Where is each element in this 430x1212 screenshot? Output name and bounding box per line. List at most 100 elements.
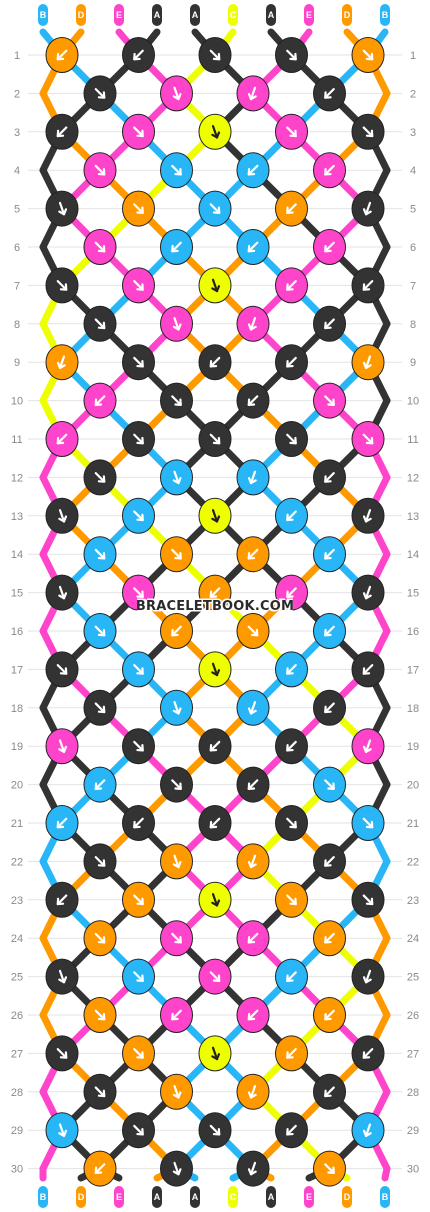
knot-arrowhead-icon xyxy=(247,861,257,869)
row-number-right: 6 xyxy=(410,242,416,254)
knot-arrowhead-icon xyxy=(136,283,144,291)
strand-label-top: B xyxy=(382,10,389,20)
knot-arrowhead-icon xyxy=(97,168,106,176)
row-number-right: 20 xyxy=(407,780,419,792)
knot-arrowhead-icon xyxy=(136,129,144,138)
knot-arrow-ssw-icon xyxy=(364,969,372,984)
knot-arrowhead-icon xyxy=(136,974,144,982)
row-number-left: 27 xyxy=(11,1048,23,1060)
knot-arrowhead-icon xyxy=(324,244,332,253)
knot-arrowhead-icon xyxy=(211,131,221,139)
knot-arrow-se-icon xyxy=(94,548,106,560)
strand-tab-top xyxy=(114,4,124,26)
knot-arrow-se-icon xyxy=(56,664,68,675)
knot-arrowhead-icon xyxy=(247,168,256,176)
knot-arrowhead-icon xyxy=(59,283,68,291)
knot-arrow-ssw-icon xyxy=(364,509,372,523)
knot-arrowhead-icon xyxy=(97,1012,106,1021)
knot-arrowhead-icon xyxy=(172,477,182,485)
knot-arrow-sw-icon xyxy=(286,1124,297,1136)
row-number-right: 2 xyxy=(410,88,416,100)
row-number-left: 9 xyxy=(14,357,20,369)
row-number-left: 8 xyxy=(14,319,20,331)
knot-arrow-sse-icon xyxy=(211,278,219,293)
knot-arrowhead-icon xyxy=(365,897,374,906)
knot-arrow-se-icon xyxy=(133,280,144,291)
knot-arrowhead-icon xyxy=(212,1128,221,1136)
knot-arrow-se-icon xyxy=(94,1086,106,1098)
knot-arrowhead-icon xyxy=(136,744,144,752)
knot-arrow-sw-icon xyxy=(247,241,259,253)
knot-arrow-sse-icon xyxy=(58,585,66,600)
knot-arrow-sw-icon xyxy=(247,1009,259,1021)
knot-arrow-se-icon xyxy=(94,625,106,637)
knot-arrowhead-icon xyxy=(211,515,221,523)
knot-arrowhead-icon xyxy=(250,628,259,637)
row-number-left: 24 xyxy=(11,933,23,945)
knot-arrowhead-icon xyxy=(94,1166,103,1174)
knot-arrow-se-icon xyxy=(209,203,221,214)
row-number-left: 13 xyxy=(11,511,23,523)
knot-arrow-ssw-icon xyxy=(364,201,372,216)
strand-tab-bottom xyxy=(152,1186,162,1208)
knot-arrowhead-icon xyxy=(58,208,68,216)
knot-arrow-se-icon xyxy=(362,49,374,61)
knot-arrow-sw-icon xyxy=(56,817,68,829)
knot-arrowhead-icon xyxy=(324,475,332,483)
knot-arrow-sse-icon xyxy=(173,86,180,101)
row-number-left: 19 xyxy=(11,741,23,753)
strand-tab-bottom xyxy=(304,1186,314,1208)
row-number-left: 10 xyxy=(11,396,23,408)
knot-arrow-se-icon xyxy=(133,587,144,598)
knot-arrowhead-icon xyxy=(247,782,256,790)
knot-arrowhead-icon xyxy=(327,1166,335,1174)
row-number-right: 22 xyxy=(407,856,419,868)
knot-arrow-sw-icon xyxy=(133,49,144,61)
knot-arrowhead-icon xyxy=(209,590,218,598)
knot-arrowhead-icon xyxy=(97,936,106,944)
row-number-right: 18 xyxy=(407,703,419,715)
strand-label-top: A xyxy=(268,10,275,20)
strand-label-top: E xyxy=(116,10,122,20)
knot-arrow-se-icon xyxy=(171,395,182,406)
knot-arrowhead-icon xyxy=(136,590,144,598)
knot-arrowhead-icon xyxy=(289,52,297,61)
knot-arrow-sw-icon xyxy=(324,548,335,560)
knot-arrow-ssw-icon xyxy=(249,470,257,485)
row-number-right: 14 xyxy=(407,549,419,561)
knot-arrow-ssw-icon xyxy=(364,1123,372,1137)
knot-arrowhead-icon xyxy=(94,398,103,406)
knot-arrowhead-icon xyxy=(324,1012,332,1021)
strand-label-top: C xyxy=(230,10,237,20)
knot-arrow-ssw-icon xyxy=(58,355,66,369)
row-number-right: 29 xyxy=(407,1125,419,1137)
knot-arrowhead-icon xyxy=(365,52,374,61)
knot-arrow-sw-icon xyxy=(362,664,374,675)
knot-arrow-sse-icon xyxy=(58,201,66,216)
knot-arrowhead-icon xyxy=(247,323,257,331)
row-number-left: 26 xyxy=(11,1010,23,1022)
knot-arrowhead-icon xyxy=(211,1053,221,1061)
knot-arrow-sw-icon xyxy=(324,318,335,330)
knot-arrowhead-icon xyxy=(59,1051,68,1059)
knot-arrowhead-icon xyxy=(56,52,65,61)
row-number-left: 3 xyxy=(14,127,20,139)
strand-tab-top xyxy=(304,4,314,26)
knot-arrow-sw-icon xyxy=(324,1086,335,1098)
knot-arrow-sse-icon xyxy=(58,509,66,523)
knot-arrow-se-icon xyxy=(286,433,297,445)
knot-arrowhead-icon xyxy=(136,206,144,214)
row-number-left: 15 xyxy=(11,588,23,600)
knot-arrowhead-icon xyxy=(247,1012,256,1021)
knot-arrow-sw-icon xyxy=(247,395,259,406)
knot-arrowhead-icon xyxy=(212,974,221,982)
knot-arrow-sw-icon xyxy=(324,241,335,253)
strand-label-top: A xyxy=(154,10,161,20)
knot-arrowhead-icon xyxy=(289,436,297,445)
row-number-left: 7 xyxy=(14,280,20,292)
knot-arrow-sw-icon xyxy=(286,740,297,752)
watermark-outline: BRACELETBOOK.COM xyxy=(138,599,293,614)
knot-arrow-ssw-icon xyxy=(249,1161,257,1176)
knot-arrow-se-icon xyxy=(171,932,182,944)
knot-arrowhead-icon xyxy=(58,1129,68,1137)
